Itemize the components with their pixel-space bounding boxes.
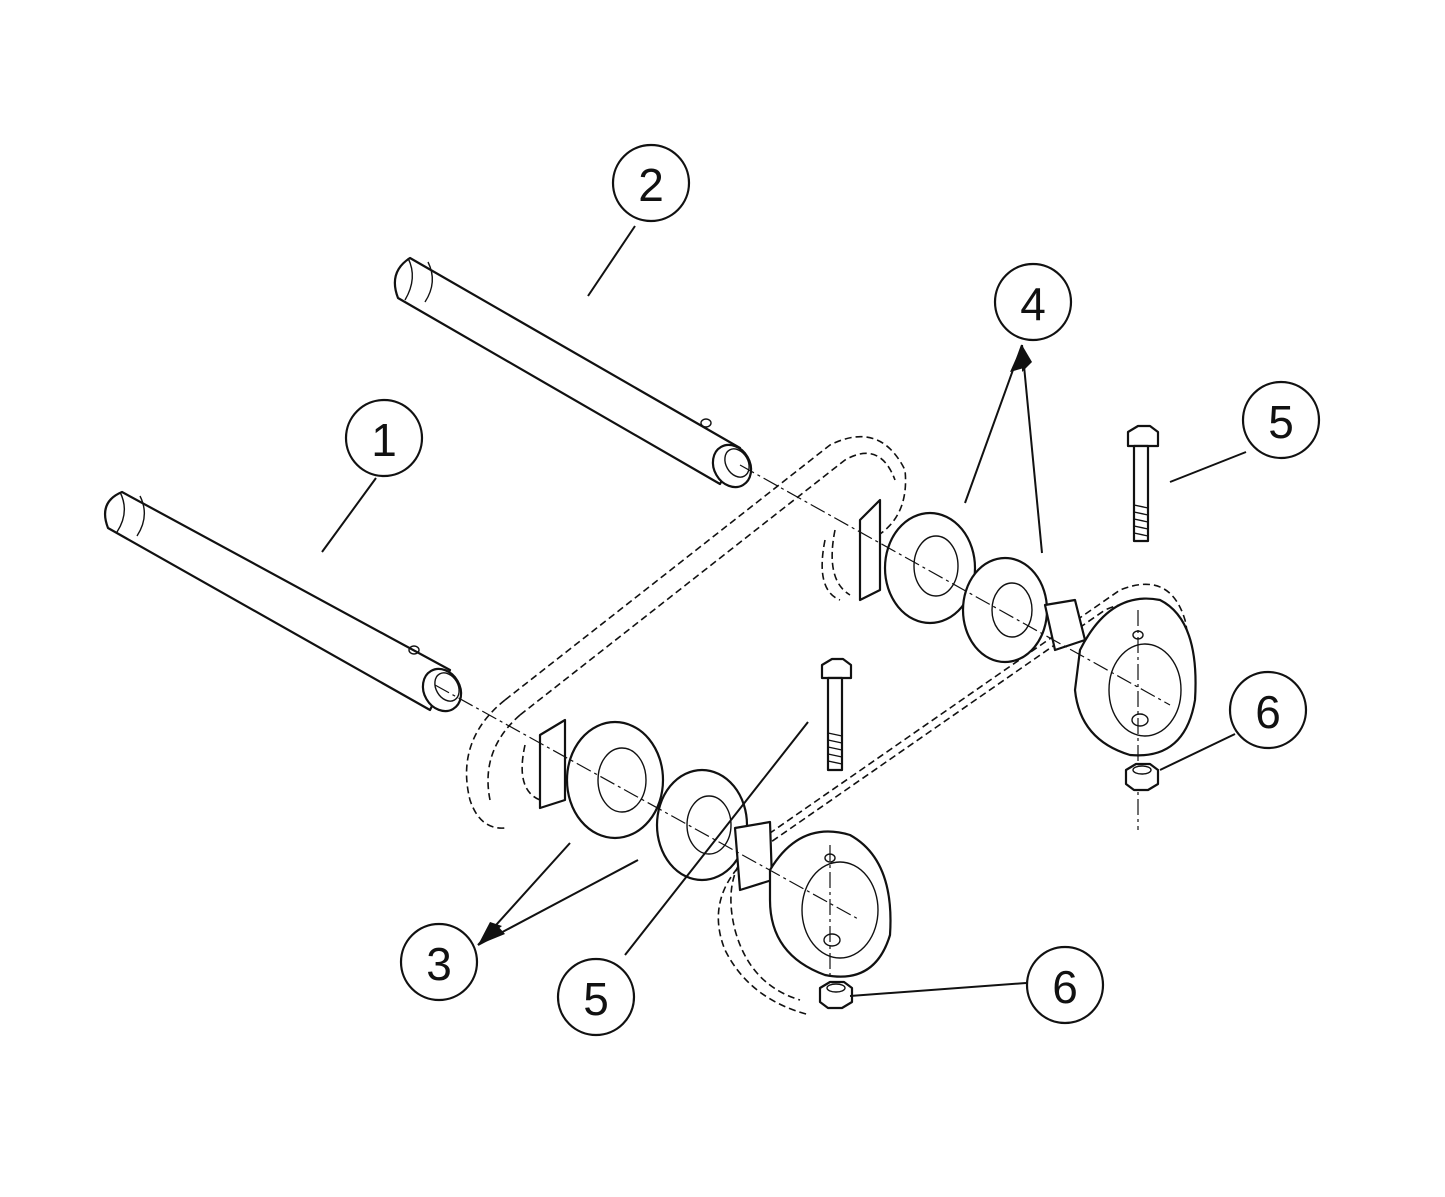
- upper-bushing-assembly: [858, 498, 1087, 664]
- centerlines: [434, 464, 1171, 980]
- callout-3: 3: [399, 922, 479, 1002]
- callout-1-label: 1: [371, 414, 397, 466]
- upper-link-plate-end: [1073, 597, 1197, 757]
- upper-nut: [1124, 762, 1160, 792]
- leader-lines: [321, 225, 1247, 997]
- callout-6-lower: 6: [1025, 945, 1105, 1025]
- callout-3-label: 3: [426, 938, 452, 990]
- callout-1: 1: [344, 398, 424, 478]
- callout-5-lower: 5: [556, 957, 636, 1037]
- callout-5-upper: 5: [1241, 380, 1321, 460]
- upper-pin: [393, 256, 753, 489]
- callout-4-label: 4: [1020, 278, 1046, 330]
- callout-5-lower-label: 5: [583, 973, 609, 1025]
- lower-bolt: [820, 657, 853, 772]
- callout-5-upper-label: 5: [1268, 396, 1294, 448]
- lower-bushing-assembly: [538, 718, 774, 892]
- lower-pin: [104, 490, 463, 713]
- callout-2-label: 2: [638, 159, 664, 211]
- leader-arrowheads: [478, 345, 1032, 945]
- callout-6-upper-label: 6: [1255, 686, 1281, 738]
- upper-bolt: [1126, 424, 1160, 543]
- callout-2: 2: [611, 143, 691, 223]
- callout-6-lower-label: 6: [1052, 961, 1078, 1013]
- lower-nut: [818, 980, 854, 1010]
- callout-6-upper: 6: [1228, 670, 1308, 750]
- callout-4: 4: [993, 262, 1073, 342]
